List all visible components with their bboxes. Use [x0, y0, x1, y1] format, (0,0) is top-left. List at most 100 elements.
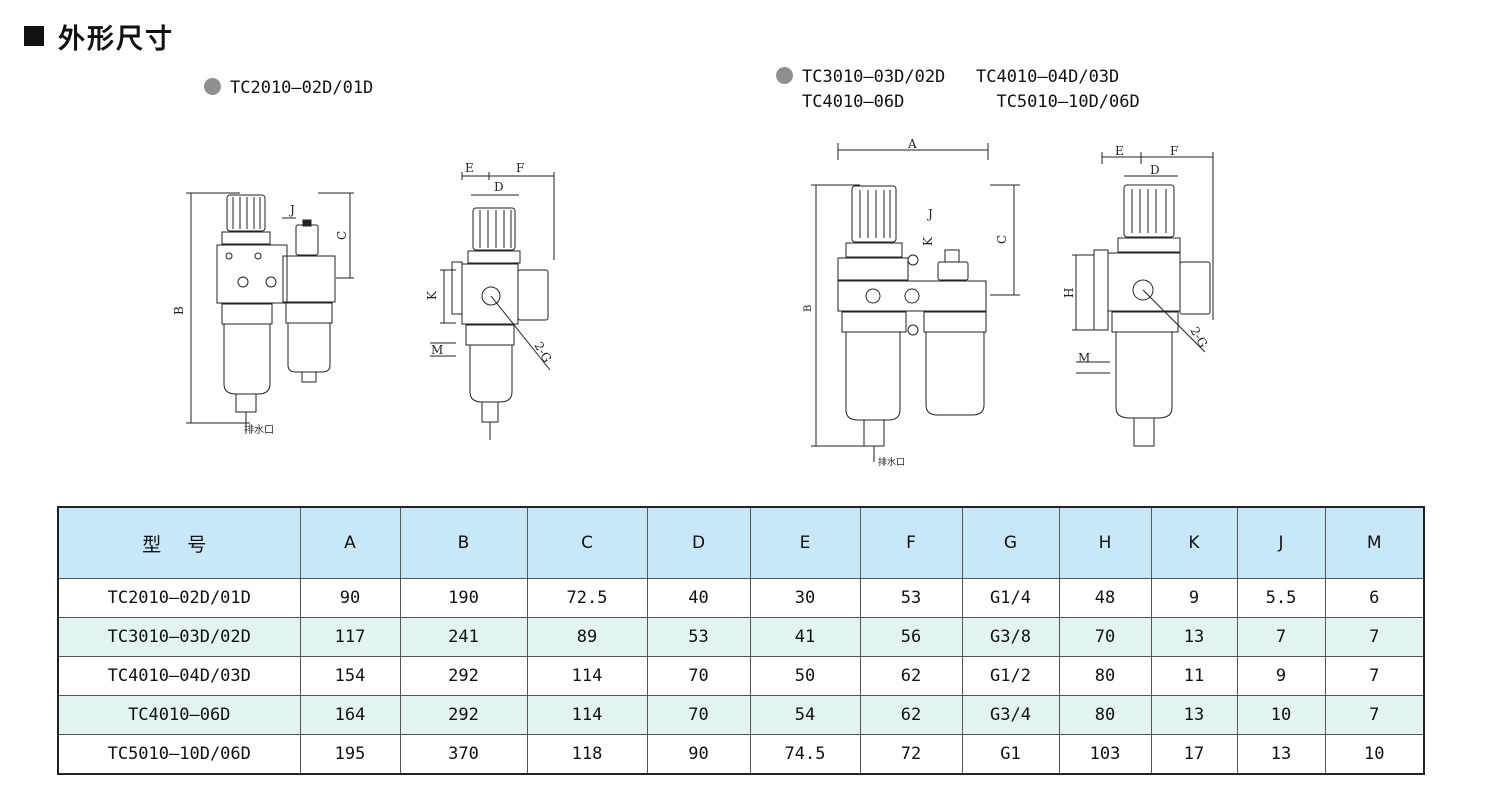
- cell-model: TC4010—06D: [57, 695, 301, 735]
- header-a: A: [299, 506, 401, 579]
- dim-label-a: A: [907, 137, 917, 151]
- cell-j: 10: [1236, 695, 1326, 735]
- dim-label-c: C: [335, 231, 349, 240]
- dim-label-b-large: B: [803, 305, 814, 312]
- cell-a: 90: [299, 578, 401, 618]
- bullet-dot-icon: [204, 78, 221, 95]
- cell-f: 56: [859, 617, 963, 657]
- cell-g: G1/2: [961, 656, 1060, 696]
- dim-label-j: J: [288, 203, 295, 217]
- cell-j: 9: [1236, 656, 1326, 696]
- square-bullet-icon: [24, 26, 44, 46]
- cell-model: TC2010—02D/01D: [57, 578, 301, 618]
- cell-f: 53: [859, 578, 963, 618]
- dim-label-b: B: [172, 306, 186, 315]
- cell-c: 114: [526, 695, 648, 735]
- cell-e: 74.5: [749, 734, 861, 775]
- table-row: TC3010—03D/02D 117 241 89 53 41 56 G3/8 …: [57, 617, 1425, 657]
- side-view-small: [430, 172, 555, 440]
- dimensions-table: 型 号 A B C D E F G H K J M TC2010—02D/01D…: [57, 506, 1425, 775]
- cell-a: 164: [299, 695, 401, 735]
- dim-label-g: 2-G: [531, 340, 554, 365]
- left-model-label: TC2010—02D/01D: [204, 76, 373, 101]
- cell-m: 7: [1324, 656, 1425, 696]
- right-model-label: TC3010—03D/02D TC4010—04D/03D TC4010—06D…: [776, 65, 1140, 115]
- cell-f: 62: [859, 695, 963, 735]
- cell-e: 54: [749, 695, 861, 735]
- cell-a: 195: [299, 734, 401, 775]
- dim-label-k-large: K: [921, 236, 935, 246]
- cell-c: 89: [526, 617, 648, 657]
- side-view-large: [1072, 152, 1214, 447]
- bullet-dot-icon: [776, 67, 793, 84]
- cell-e: 30: [749, 578, 861, 618]
- cell-e: 41: [749, 617, 861, 657]
- cell-d: 90: [646, 734, 751, 775]
- cell-g: G1: [961, 734, 1060, 775]
- cell-b: 190: [399, 578, 528, 618]
- cell-k: 13: [1150, 695, 1238, 735]
- cell-k: 17: [1150, 734, 1238, 775]
- table-row: TC4010—04D/03D 154 292 114 70 50 62 G1/2…: [57, 656, 1425, 696]
- dim-label-e: E: [465, 161, 474, 175]
- header-c: C: [526, 506, 648, 579]
- cell-m: 10: [1324, 734, 1425, 775]
- section-title-text: 外形尺寸: [58, 23, 174, 55]
- cell-model: TC4010—04D/03D: [57, 656, 301, 696]
- dim-label-f-large: F: [1170, 144, 1178, 158]
- header-d: D: [646, 506, 751, 579]
- front-view-large: [811, 143, 1020, 462]
- section-title: 外形尺寸: [24, 18, 174, 55]
- cell-k: 13: [1150, 617, 1238, 657]
- cell-f: 62: [859, 656, 963, 696]
- cell-m: 7: [1324, 695, 1425, 735]
- cell-b: 292: [399, 695, 528, 735]
- dim-label-m-large: M: [1078, 351, 1090, 365]
- cell-a: 117: [299, 617, 401, 657]
- front-view-small: [186, 192, 354, 432]
- dim-label-m: M: [431, 343, 443, 357]
- drain-label: 排水口: [244, 423, 274, 436]
- cell-j: 13: [1236, 734, 1326, 775]
- table-row: TC5010—10D/06D 195 370 118 90 74.5 72 G1…: [57, 734, 1425, 775]
- header-model: 型 号: [57, 506, 301, 579]
- cell-f: 72: [859, 734, 963, 775]
- cell-g: G3/4: [961, 695, 1060, 735]
- dim-label-c-large: C: [995, 235, 1009, 244]
- header-h: H: [1058, 506, 1152, 579]
- dim-label-d-large: D: [1150, 163, 1160, 177]
- drain-label-large: 排水口: [878, 456, 905, 468]
- cell-h: 80: [1058, 656, 1152, 696]
- cell-b: 370: [399, 734, 528, 775]
- cell-d: 40: [646, 578, 751, 618]
- cell-g: G3/8: [961, 617, 1060, 657]
- cell-k: 9: [1150, 578, 1238, 618]
- header-e: E: [749, 506, 861, 579]
- header-k: K: [1150, 506, 1238, 579]
- dim-label-k: K: [425, 290, 439, 300]
- cell-c: 114: [526, 656, 648, 696]
- cell-h: 70: [1058, 617, 1152, 657]
- table-header-row: 型 号 A B C D E F G H K J M: [57, 506, 1425, 579]
- cell-a: 154: [299, 656, 401, 696]
- table-row: TC4010—06D 164 292 114 70 54 62 G3/4 80 …: [57, 695, 1425, 735]
- header-g: G: [961, 506, 1060, 579]
- dim-label-h: H: [1062, 288, 1076, 298]
- dim-label-j-large: J: [926, 207, 933, 221]
- cell-m: 7: [1324, 617, 1425, 657]
- cell-d: 70: [646, 695, 751, 735]
- technical-drawings: B J C 排水口 E F D K M 2-G A B J K C 排水口 E …: [172, 137, 1214, 468]
- table-row: TC2010—02D/01D 90 190 72.5 40 30 53 G1/4…: [57, 578, 1425, 618]
- header-j: J: [1236, 506, 1326, 579]
- cell-e: 50: [749, 656, 861, 696]
- dim-label-d: D: [494, 180, 504, 194]
- dim-label-f: F: [516, 161, 524, 175]
- dim-label-g-large: 2-G: [1187, 325, 1210, 350]
- cell-j: 5.5: [1236, 578, 1326, 618]
- cell-d: 70: [646, 656, 751, 696]
- cell-b: 292: [399, 656, 528, 696]
- header-f: F: [859, 506, 963, 579]
- cell-k: 11: [1150, 656, 1238, 696]
- header-b: B: [399, 506, 528, 579]
- cell-model: TC3010—03D/02D: [57, 617, 301, 657]
